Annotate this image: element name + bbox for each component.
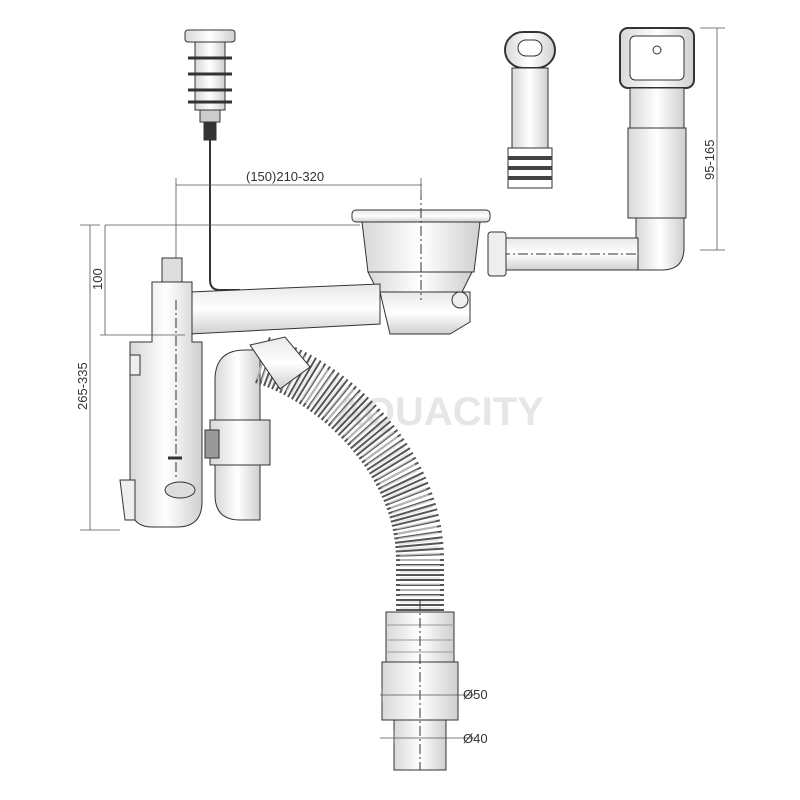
main-trap [119, 257, 203, 528]
overflow-riser [619, 27, 695, 271]
dim-horizontal-width: (150)210-320 [246, 169, 324, 184]
dim-outlet-diameter-40: Ø40 [463, 731, 488, 746]
corrugated-hose [249, 336, 444, 620]
dim-total-height: 265-335 [75, 362, 90, 410]
dim-outlet-diameter-50: Ø50 [463, 687, 488, 702]
dim-drain-height: 100 [90, 268, 105, 290]
dim-overflow-height: 95-165 [702, 140, 717, 180]
outlet-pipe [381, 600, 459, 771]
overflow-cap [504, 31, 556, 189]
push-button-assembly [184, 29, 240, 291]
secondary-trap [204, 349, 271, 521]
horizontal-connector [189, 283, 381, 335]
dimension-lines [80, 27, 725, 744]
